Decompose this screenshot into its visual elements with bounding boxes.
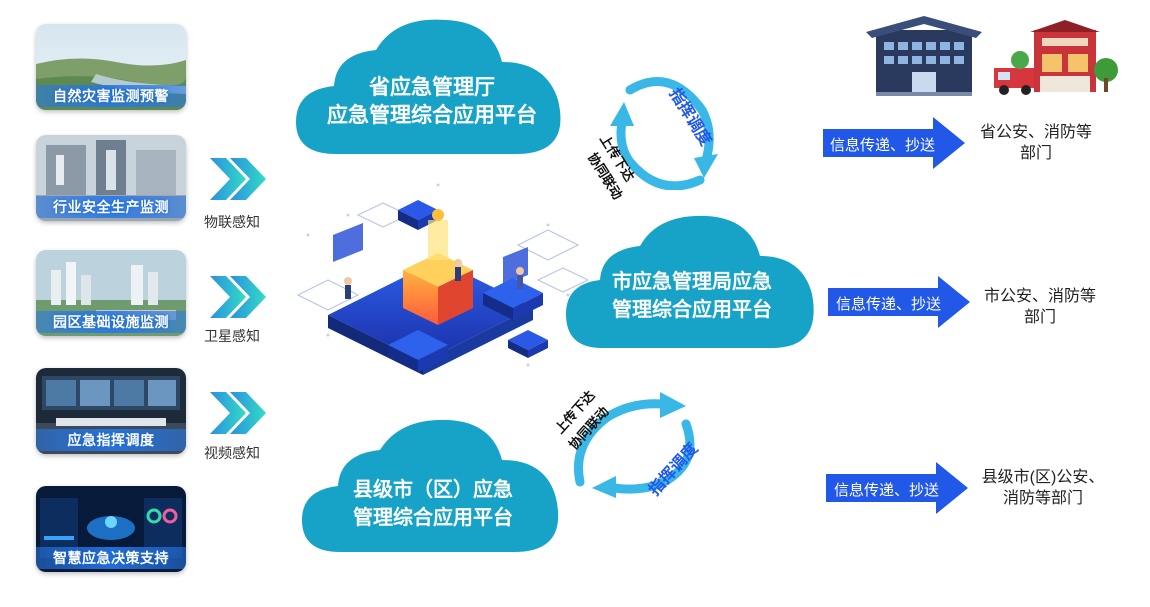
- card-label: 应急指挥调度: [36, 429, 186, 451]
- arrow-right-icon: [826, 462, 968, 514]
- dest-province-line2: 部门: [1019, 145, 1052, 162]
- isometric-platform-illustration: [296, 183, 588, 375]
- card-label: 自然灾害监测预警: [36, 85, 186, 107]
- cycle-arrows-upper-icon: [610, 77, 718, 190]
- card-park-infrastructure: 园区基础设施监测: [36, 250, 186, 336]
- arrow-right-icon: [828, 276, 970, 328]
- province-cloud-shape: [296, 19, 561, 154]
- sensing-label-satellite: 卫星感知: [204, 328, 260, 344]
- province-cloud-line1: 省应急管理厅: [369, 76, 495, 99]
- dest-province: 省公安、消防等 部门: [966, 122, 1106, 164]
- city-cloud-line1: 市应急管理局应急: [612, 271, 772, 293]
- arrow-label-county: 信息传递、抄送: [834, 482, 940, 499]
- chevron-right-icon: [210, 392, 266, 434]
- city-cloud: 市应急管理局应急 管理综合应用平台: [570, 268, 814, 324]
- dest-city-line2: 部门: [1023, 309, 1056, 326]
- government-building-icon: [866, 16, 982, 96]
- county-cloud-shape: [302, 419, 559, 552]
- province-cloud-line2: 应急管理综合应用平台: [327, 104, 537, 127]
- arrow-right-icon: [823, 117, 965, 169]
- card-smart-decision: 智慧应急决策支持: [36, 486, 186, 572]
- cycle-arrows-lower-icon: [574, 392, 695, 498]
- sensing-label-video: 视频感知: [204, 445, 260, 461]
- county-cloud-line2: 管理综合应用平台: [353, 507, 513, 529]
- city-cloud-shape: [566, 215, 814, 348]
- dest-city-line1: 市公安、消防等: [983, 288, 1096, 305]
- fire-station-icon: [994, 20, 1118, 95]
- card-natural-disaster: 自然灾害监测预警: [36, 24, 186, 110]
- card-label: 智慧应急决策支持: [36, 547, 186, 569]
- chevron-right-icon: [210, 158, 266, 200]
- arrow-label-city: 信息传递、抄送: [836, 296, 942, 313]
- card-label: 园区基础设施监测: [36, 311, 186, 333]
- county-cloud: 县级市（区）应急 管理综合应用平台: [306, 476, 560, 532]
- dest-county-line2: 消防等部门: [1002, 490, 1083, 507]
- card-label: 行业安全生产监测: [36, 196, 186, 218]
- card-emergency-command: 应急指挥调度: [36, 368, 186, 454]
- arrow-label-province: 信息传递、抄送: [830, 137, 936, 154]
- dest-county-line1: 县级市(区)公安、: [981, 469, 1105, 486]
- chevron-right-icon: [210, 276, 266, 318]
- dest-province-line1: 省公安、消防等: [979, 124, 1092, 141]
- dest-city: 市公安、消防等 部门: [970, 286, 1110, 328]
- dest-county: 县级市(区)公安、 消防等部门: [966, 467, 1120, 509]
- city-cloud-line2: 管理综合应用平台: [612, 299, 772, 321]
- county-cloud-line1: 县级市（区）应急: [353, 479, 513, 501]
- card-industry-safety: 行业安全生产监测: [36, 135, 186, 221]
- province-cloud: 省应急管理厅 应急管理综合应用平台: [300, 74, 564, 130]
- sensing-label-iot: 物联感知: [204, 214, 260, 230]
